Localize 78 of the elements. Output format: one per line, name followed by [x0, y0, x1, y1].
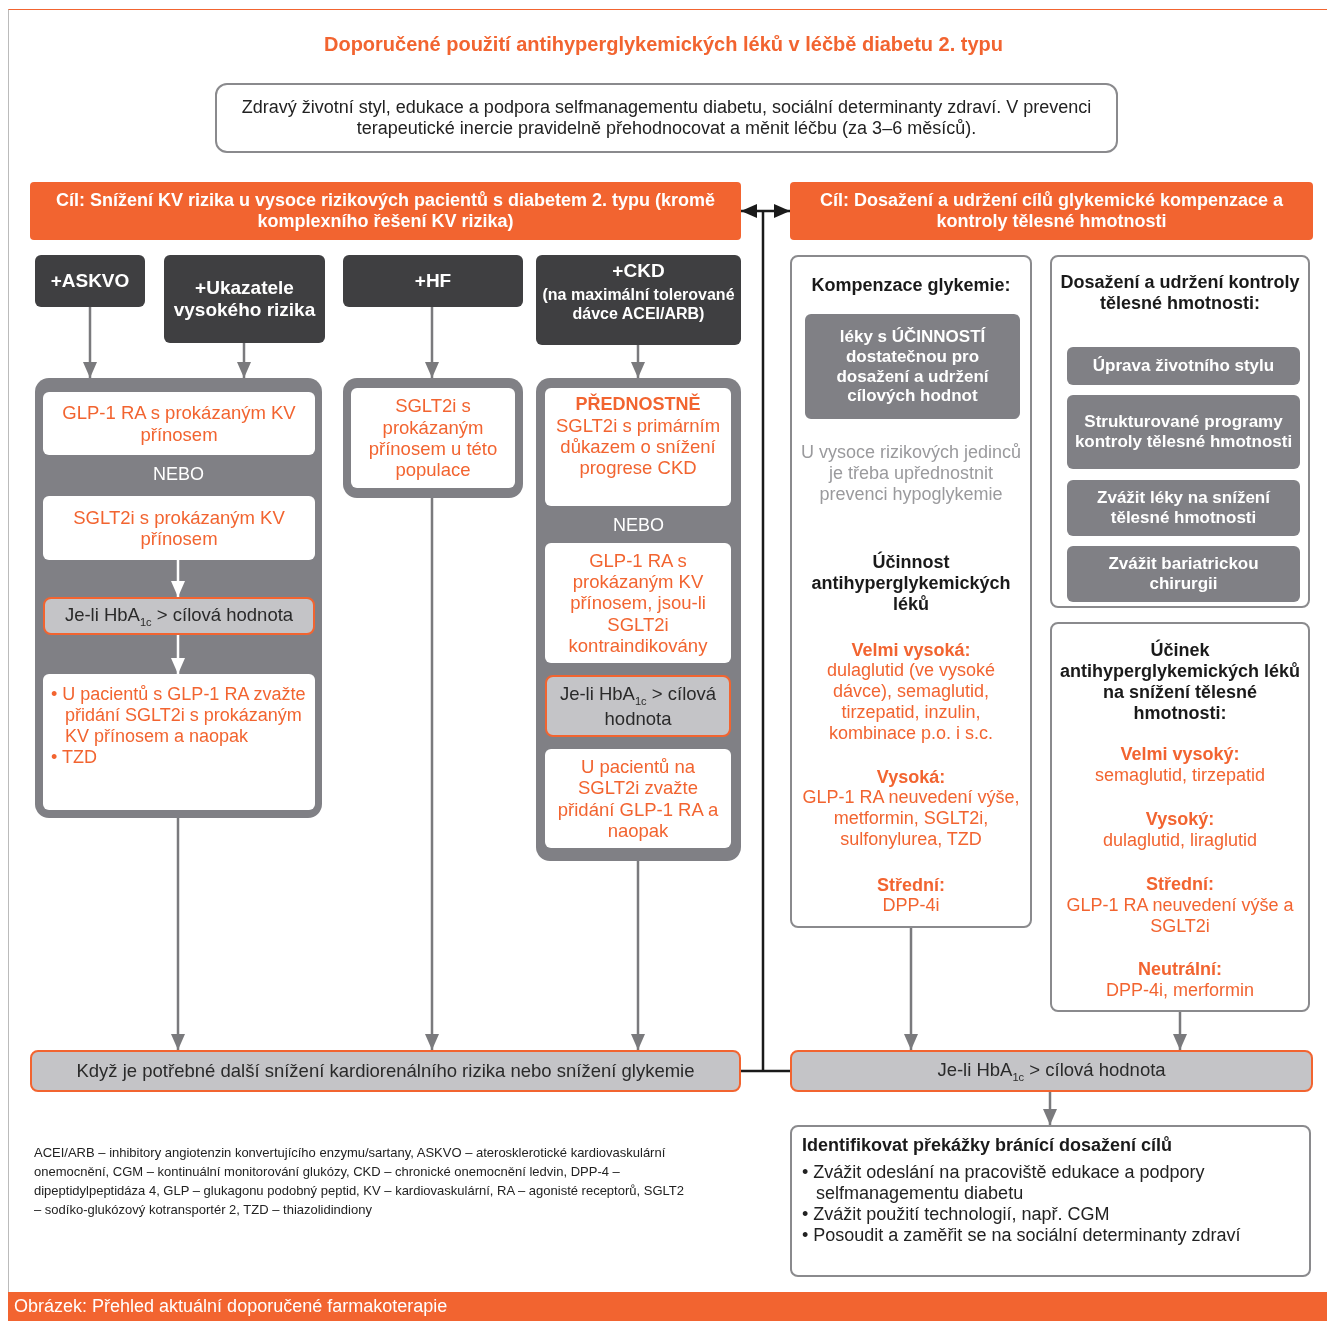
arrow: [425, 307, 439, 378]
info-panel: [1050, 622, 1310, 1012]
header-title: +CKD: [611, 260, 666, 281]
list-item: • Posoudit a zaměřit se na sociální determinanty zdraví: [802, 1225, 1242, 1246]
rating-label: Střední:: [876, 875, 946, 896]
drug-list: dulaglutid, liraglutid: [1058, 830, 1302, 851]
arrow: [171, 635, 185, 674]
arrow: [631, 345, 645, 378]
condition-header: +ASKVO: [35, 255, 145, 307]
list-item: • Zvážit použití technologií, např. CGM: [802, 1204, 1111, 1225]
condition-box: Je-li HbA$_{1c}$ > cílová hodnota: [790, 1050, 1313, 1092]
header-subtitle: (na maximální tolerované dávce ACEI/ARB): [542, 285, 735, 323]
info-panel: [790, 255, 1032, 928]
recommendation-box: SGLT2i s prokázaným KV přínosem: [43, 496, 315, 560]
drug-list: dulaglutid (ve vysoké dávce), semaglutid, tirzepatid, inzulin, kombinace p.o. i s.c.: [798, 660, 1024, 744]
drug-list: GLP-1 RA neuvedení výše, metformin, SGLT2i, sulfonylurea, TZD: [798, 787, 1024, 850]
drug-list: DPP-4i, merformin: [1058, 980, 1302, 1001]
pathway-panel: [35, 378, 322, 818]
arrow: [425, 498, 439, 1050]
arrow: [1173, 1012, 1187, 1050]
condition-box: Když je potřebné další snížení kardiorenálního rizika nebo snížení glykemie: [30, 1050, 741, 1092]
abbreviations-note: ACEI/ARB – inhibitory angiotenzin konvertujícího enzymu/sartany, ASKVO – aterosklerotické kardiovaskulární onemocnění, CGM – kontinuální monitorování glukózy, CKD – chronické onemocnění ledvin, DPP-4 – dipeptidylpeptidáza 4, GLP – glukagonu podobný peptid, KV – kardiovaskulární, RA – agonisté receptorů, SGLT2 – sodíko-glukózový kotransportér 2, TZD – thiazolidindiony: [34, 1144, 684, 1219]
diagram-title: Doporučené použití antihyperglykemických léků v léčbě diabetu 2. typu: [322, 33, 1005, 56]
arrow: [237, 343, 251, 378]
rating-label: Neutrální:: [1137, 959, 1223, 980]
condition-box: Je-li HbA$_{1c}$ > cílová hodnota: [43, 597, 315, 635]
arrow: [631, 861, 645, 1050]
connector-line: [741, 1069, 790, 1073]
arrow: [171, 560, 185, 597]
recommendation-box: [43, 674, 315, 810]
goal-banner: Cíl: Dosažení a udržení cílů glykemické kompenzace a kontroly tělesné hmotnosti: [790, 182, 1313, 240]
rating-label: Velmi vysoký:: [1119, 744, 1241, 765]
recommendation-box: SGLT2i s prokázaným přínosem u této populace: [351, 388, 515, 488]
arrow: [171, 818, 185, 1050]
arrow: [83, 307, 97, 378]
recommendation-box: [545, 388, 731, 506]
figure-caption: Obrázek: Přehled aktuální doporučené farmakoterapie: [8, 1292, 1327, 1321]
drug-list: GLP-1 RA neuvedení výše a SGLT2i: [1058, 895, 1302, 937]
pathway-panel: [343, 378, 523, 498]
panel-heading: Dosažení a udržení kontroly tělesné hmotnosti:: [1059, 272, 1301, 314]
recommendation-text: SGLT2i s primárním důkazem o snížení progrese CKD: [554, 415, 722, 478]
or-label: NEBO: [152, 464, 205, 485]
recommendation-box: GLP-1 RA s prokázaným KV přínosem: [43, 392, 315, 455]
rating-label: Vysoká:: [875, 767, 947, 788]
drug-list: semaglutid, tirzepatid: [1058, 765, 1302, 786]
condition-box: Je-li HbA$_{1c}$ > cílová hodnota: [545, 675, 731, 737]
drug-list: DPP-4i: [798, 895, 1024, 916]
recommendation-box: U pacientů na SGLT2i zvažte přidání GLP-1 RA a naopak: [545, 749, 731, 848]
info-panel: [1050, 255, 1310, 608]
action-box: Zvážit léky na snížení tělesné hmotnosti: [1067, 480, 1300, 536]
panel-heading: Účinnost antihyperglykemických léků: [810, 552, 1012, 615]
goal-banner: Cíl: Snížení KV rizika u vysoce rizikových pacientů s diabetem 2. typu (kromě komplexního řešení KV rizika): [30, 182, 741, 240]
condition-header: +HF: [343, 255, 523, 307]
action-box: Úprava životního stylu: [1067, 347, 1300, 385]
rating-label: Vysoký:: [1144, 809, 1216, 830]
arrow: [904, 928, 918, 1050]
arrow: [741, 204, 790, 218]
rating-label: Velmi vysoká:: [850, 640, 972, 661]
list-item: • U pacientů s GLP-1 RA zvažte přidání SGLT2i s prokázaným KV přínosem a naopak: [51, 684, 307, 747]
list-item: • TZD: [51, 747, 98, 768]
action-box: Zvážit bariatrickou chirurgii: [1067, 546, 1300, 602]
condition-header: +Ukazatele vysokého rizika: [164, 255, 325, 343]
arrow: [1043, 1092, 1057, 1125]
info-panel: [790, 1125, 1311, 1277]
condition-header: [536, 255, 741, 345]
pathway-panel: [536, 378, 741, 861]
action-box: léky s ÚČINNOSTÍ dostatečnou pro dosažení a udržení cílových hodnot: [805, 314, 1020, 419]
info-box: Zdravý životní styl, edukace a podpora selfmanagementu diabetu, sociální determinanty zdraví. V prevenci terapeutické inercie pravidelně přehodnocovat a měnit léčbu (za 3–6 měsíců).: [215, 83, 1118, 153]
recommendation-box: GLP-1 RA s prokázaným KV přínosem, jsou-li SGLT2i kontraindikovány: [545, 543, 731, 663]
panel-heading: Identifikovat překážky bránící dosažení cílů: [802, 1135, 1174, 1156]
or-label: NEBO: [612, 515, 665, 536]
action-box: Strukturované programy kontroly tělesné hmotnosti: [1067, 395, 1300, 469]
panel-heading: Účinek antihyperglykemických léků na snížení tělesné hmotnosti:: [1058, 640, 1302, 724]
panel-heading: Kompenzace glykemie:: [810, 275, 1012, 296]
list-item: • Zvážit odeslání na pracoviště edukace a podpory selfmanagementu diabetu: [802, 1162, 1206, 1204]
rating-label: Střední:: [1145, 874, 1215, 895]
priority-label: PŘEDNOSTNĚ: [574, 394, 702, 415]
note-text: U vysoce rizikových jedinců je třeba upřednostnit prevenci hypoglykemie: [799, 442, 1023, 505]
